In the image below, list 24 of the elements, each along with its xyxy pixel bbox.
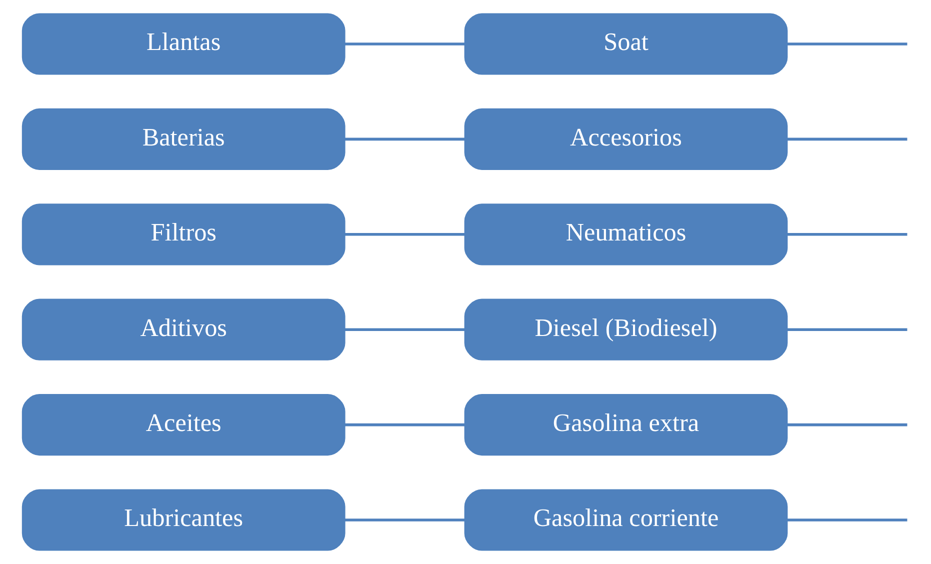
connector — [787, 423, 908, 426]
connector — [787, 328, 908, 331]
node-box: Accesorios — [464, 108, 788, 170]
node-box: Baterias — [22, 108, 346, 170]
node-box: Gasolina corriente — [464, 489, 788, 551]
node-box: Aditivos — [22, 298, 346, 360]
connector — [344, 42, 465, 46]
connector — [344, 518, 465, 522]
node-box: Soat — [464, 13, 788, 75]
connector — [344, 138, 465, 141]
node-box: Diesel (Biodiesel) — [464, 298, 788, 360]
connector — [787, 138, 908, 141]
connector — [344, 233, 465, 236]
connector — [787, 233, 908, 236]
connector — [344, 423, 465, 426]
node-box: Lubricantes — [22, 489, 346, 551]
node-box: Aceites — [22, 394, 346, 456]
connector — [787, 42, 908, 46]
node-box: Llantas — [22, 13, 346, 75]
node-box: Gasolina extra — [464, 394, 788, 456]
connector — [787, 518, 908, 522]
node-box: Neumaticos — [464, 204, 788, 266]
node-box: Filtros — [22, 204, 346, 266]
connector — [344, 328, 465, 331]
